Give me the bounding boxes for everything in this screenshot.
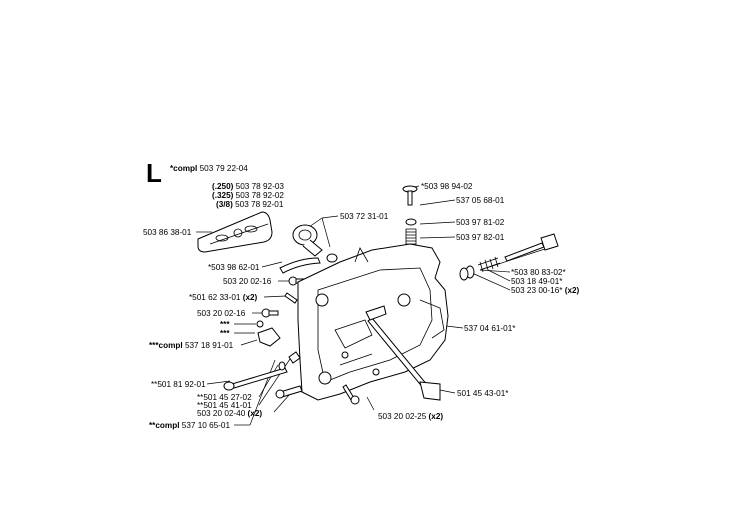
- label-knob-top: 537 05 68-01: [456, 196, 505, 205]
- label-housing: 537 04 61-01*: [464, 324, 516, 333]
- label-bar-325: (.325) 503 78 92-02: [212, 191, 284, 200]
- label-rod-3: **501 45 41-01: [197, 401, 252, 410]
- label-bar-38: (3/8) 503 78 92-01: [216, 200, 284, 209]
- label-cover: 503 72 31-01: [340, 212, 389, 221]
- label-washer-top: 503 97 81-02: [456, 218, 505, 227]
- section-letter: L: [146, 158, 162, 188]
- label-screw-top: *503 98 94-02: [421, 182, 473, 191]
- header-label: *compl 503 79 22-04: [170, 164, 248, 173]
- tensioner-drawing: [365, 305, 441, 401]
- label-star-b: ***: [220, 329, 230, 338]
- header-number: 503 79 22-04: [200, 164, 249, 173]
- label-washer-right: 503 23 00-16* (x2): [511, 286, 580, 295]
- bottom-screw: [342, 384, 360, 405]
- label-plate: 503 86 38-01: [143, 228, 192, 237]
- label-pin: *501 62 33-01 (x2): [189, 293, 258, 302]
- label-tube: *503 98 62-01: [208, 263, 260, 272]
- label-screw-3: 503 20 02-40 (x2): [197, 409, 262, 418]
- guide-plate-drawing: [197, 211, 273, 253]
- cap-nut-drawing: [292, 224, 338, 263]
- label-screw-2: 503 20 02-16: [197, 309, 246, 318]
- label-rod-2: **501 45 27-02: [197, 393, 252, 402]
- label-bolt-long: *503 80 83-02*: [511, 268, 566, 277]
- lower-rods: [223, 351, 303, 399]
- label-screw-1: 503 20 02-16: [223, 277, 272, 286]
- label-spring-top: 503 97 82-01: [456, 233, 505, 242]
- label-rod-1: **501 81 92-01: [151, 380, 206, 389]
- label-spring-right: 503 18 49-01*: [511, 277, 563, 286]
- top-screw-stack: [402, 185, 418, 245]
- part-labels: (.250) 503 78 92-03 (.325) 503 78 92-02 …: [143, 182, 580, 430]
- label-screw-4: 503 20 02-25 (x2): [378, 412, 443, 421]
- label-bar-250: (.250) 503 78 92-03: [212, 182, 284, 191]
- header-prefix: *compl: [170, 164, 197, 173]
- label-tensioner: 501 45 43-01*: [457, 389, 509, 398]
- label-star-a: ***: [220, 320, 230, 329]
- tube-drawing: [279, 257, 321, 274]
- small-screws-left: [256, 276, 307, 347]
- label-compl-3: **compl 537 10 65-01: [149, 421, 230, 430]
- label-compl-2: ***compl 537 18 91-01: [149, 341, 234, 350]
- right-bolt-group: [459, 233, 559, 281]
